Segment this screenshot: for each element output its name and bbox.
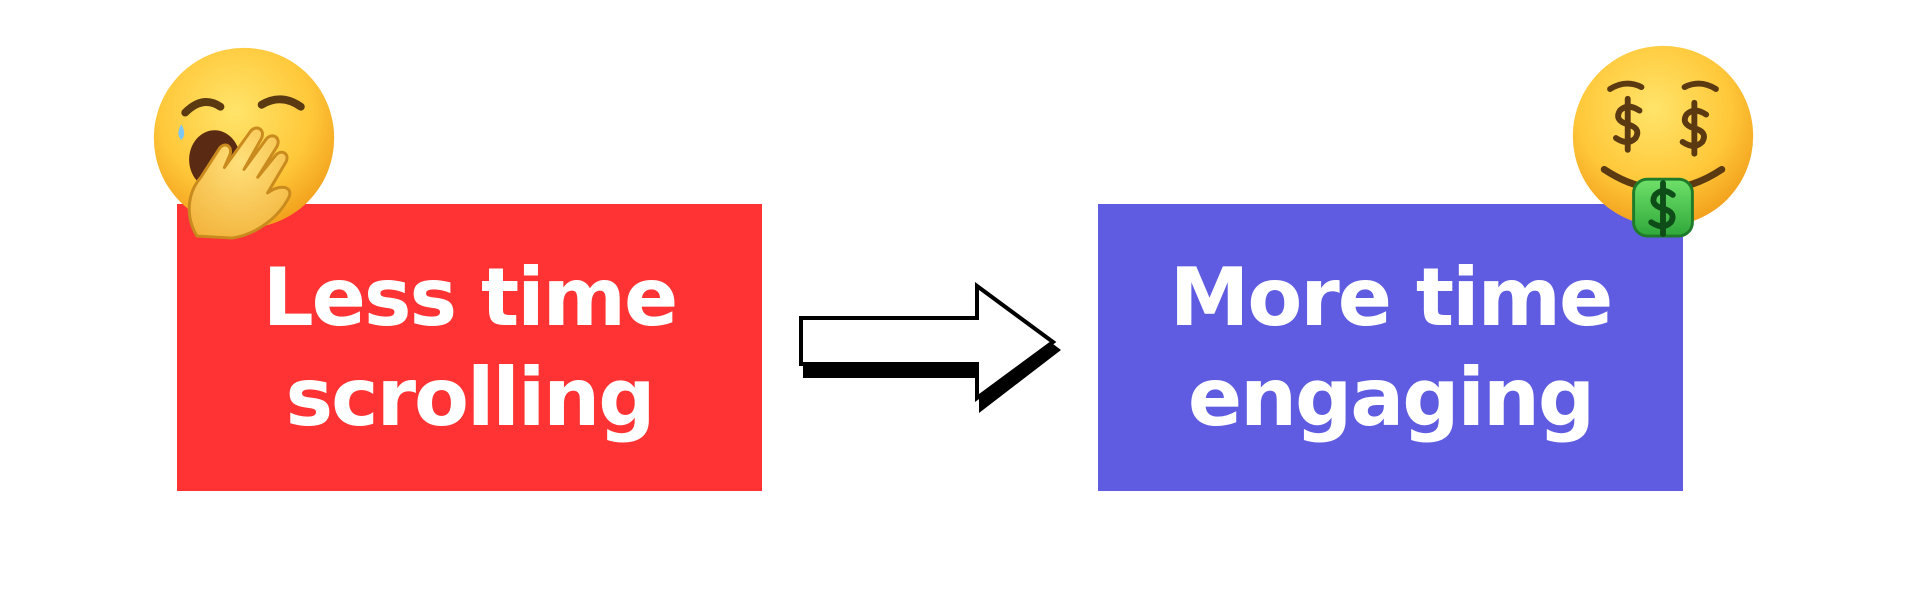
money-mouth-face-icon bbox=[1572, 45, 1754, 238]
right-arrow-icon bbox=[799, 282, 1061, 413]
right-box-line-1: More time bbox=[1169, 250, 1613, 344]
more-time-engaging-box: More time engaging bbox=[1098, 204, 1683, 491]
left-box-line-1: Less time bbox=[262, 250, 679, 344]
yawning-face-icon bbox=[153, 47, 335, 240]
left-box-line-2: scrolling bbox=[285, 350, 656, 444]
less-time-scrolling-box: Less time scrolling bbox=[177, 204, 762, 491]
right-box-line-2: engaging bbox=[1187, 350, 1595, 444]
